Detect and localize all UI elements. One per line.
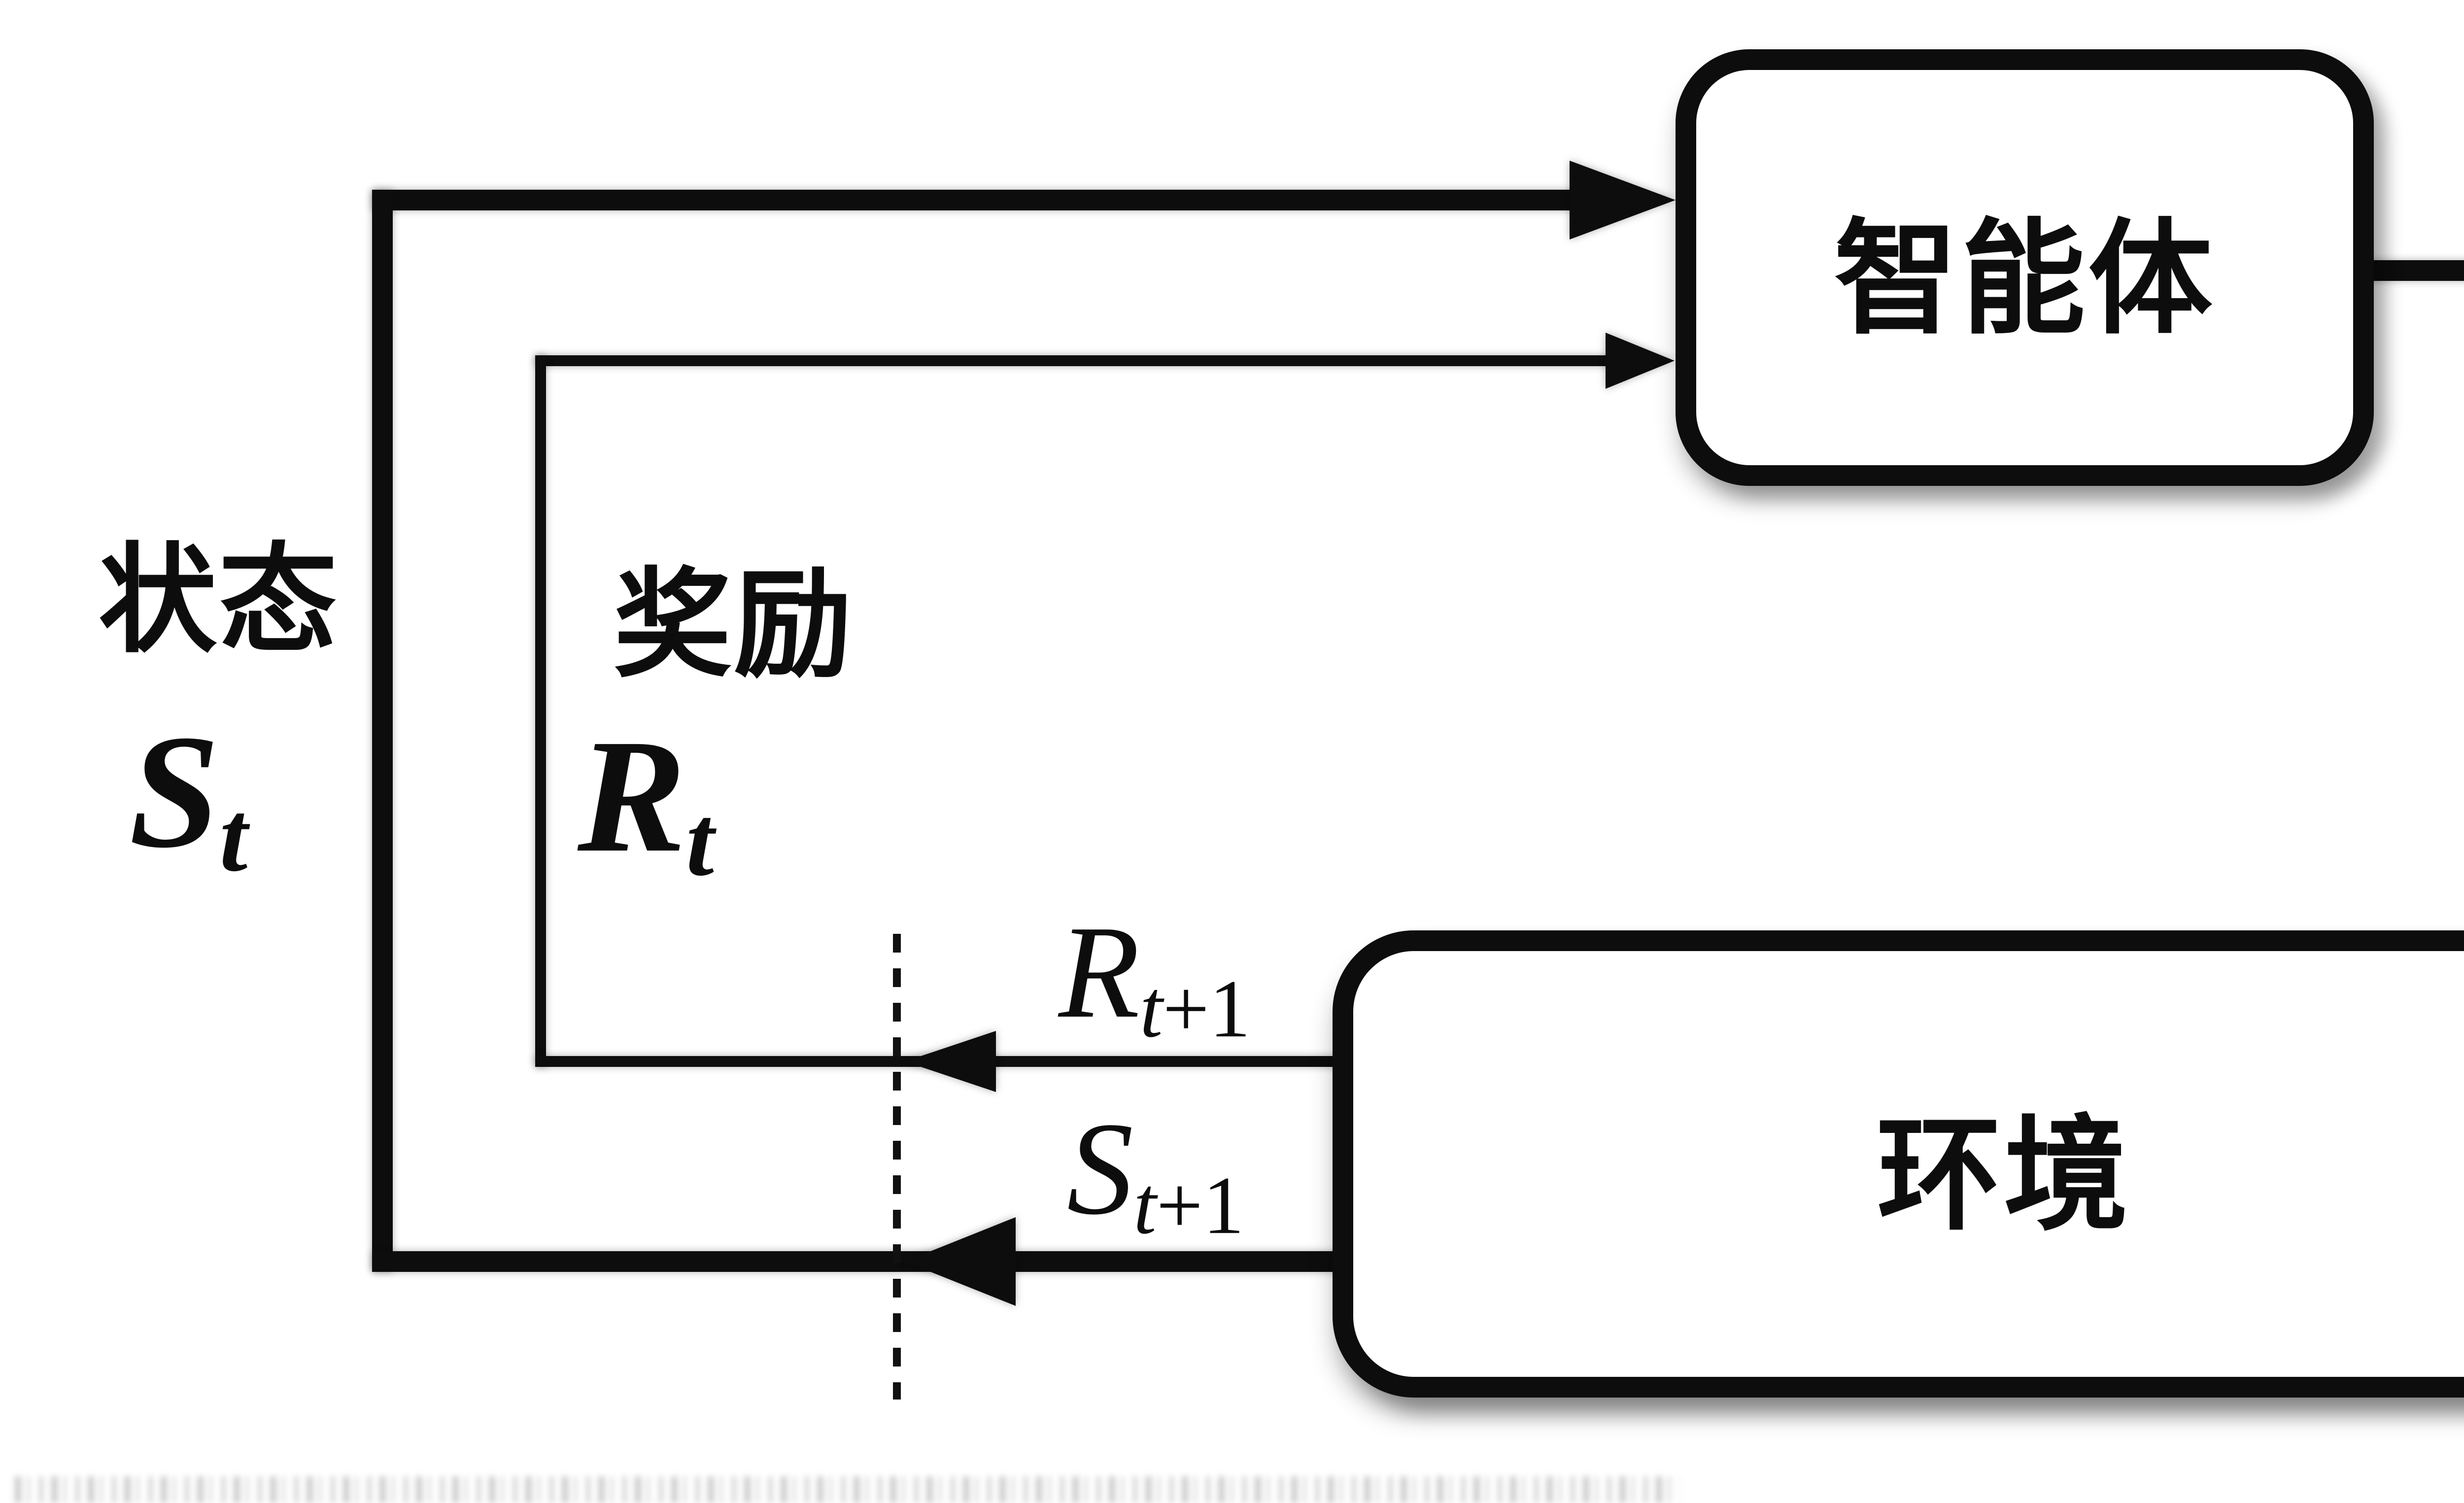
- state-caption: 状态: [99, 536, 340, 667]
- reward-line-top: [535, 355, 1614, 366]
- agent-node: 智能体: [1676, 49, 2374, 486]
- state-arrowhead-icon: [1570, 161, 1676, 239]
- state-line-vertical: [372, 190, 393, 1272]
- next-reward-symbol: Rt+1: [1059, 898, 1251, 1055]
- state-line-top: [372, 190, 1579, 210]
- environment-node: 环境: [1333, 930, 2464, 1398]
- next-state-line: [372, 1251, 1353, 1272]
- next-reward-arrowhead-icon: [905, 1031, 996, 1092]
- environment-node-label: 环境: [1877, 1107, 2131, 1245]
- reward-caption: 奖励: [614, 560, 855, 691]
- cutoff-caption-fragment: [15, 1476, 1680, 1503]
- next-state-arrowhead-icon: [905, 1217, 1016, 1306]
- state-symbol: St: [129, 702, 248, 893]
- reward-symbol: Rt: [578, 706, 714, 897]
- reward-arrowhead-icon: [1606, 333, 1675, 389]
- agent-node-label: 智能体: [1834, 210, 2216, 349]
- next-state-symbol: St+1: [1067, 1095, 1244, 1252]
- time-step-dashed-line: [893, 934, 901, 1400]
- reward-line-vertical: [535, 355, 546, 1067]
